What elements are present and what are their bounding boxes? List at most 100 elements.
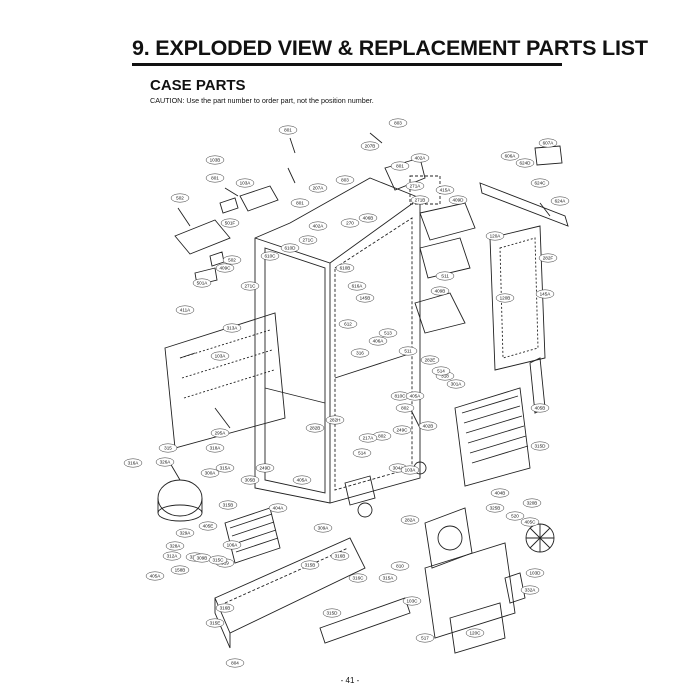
callout-2: 103B [205, 155, 225, 165]
callout-label: 106A [227, 543, 239, 548]
callout-47: 316 [350, 348, 370, 358]
callout-label: 803 [394, 121, 402, 126]
callout-83: 405C [520, 517, 540, 527]
callout-33: 501A [192, 278, 212, 288]
callout-81: 520 [505, 511, 525, 521]
callout-45: 406A [368, 336, 388, 346]
callout-98: 315B [300, 560, 320, 570]
callout-label: 405E [203, 524, 214, 529]
callout-label: 315 [164, 446, 172, 451]
callout-label: 405C [525, 520, 537, 525]
callout-58: 282B [305, 423, 325, 433]
callout-label: 249C [397, 428, 409, 433]
callout-label: 315A [220, 466, 232, 471]
callout-12: 207A [308, 183, 328, 193]
callout-19: 409D [448, 195, 468, 205]
callout-90: 282A [400, 515, 420, 525]
callout-label: 402B [423, 424, 434, 429]
callout-label: 320B [527, 501, 538, 506]
callout-label: 409D [453, 198, 465, 203]
callout-55: 802 [395, 403, 415, 413]
callout-label: 405A [410, 394, 422, 399]
callout-39: 145A [535, 289, 555, 299]
callout-label: 315E [210, 621, 221, 626]
callout-67: 318A [205, 443, 225, 453]
callout-label: 404A [273, 506, 285, 511]
callout-label: 804 [231, 661, 239, 666]
callout-label: 217A [363, 436, 375, 441]
callout-label: 316B [335, 554, 346, 559]
callout-84: 405E [198, 521, 218, 531]
callout-16: 624C [530, 178, 550, 188]
callout-89: 106A [222, 540, 242, 550]
callout-71: 405A [292, 475, 312, 485]
callout-label: 502 [176, 196, 184, 201]
callout-1: 803 [388, 118, 408, 128]
callout-label: 271B [415, 198, 426, 203]
callout-label: 402A [415, 156, 427, 161]
callout-107: 315D [322, 608, 342, 618]
callout-30: 270 [340, 218, 360, 228]
callout-62: 315D [530, 441, 550, 451]
callout-label: 318A [210, 446, 222, 451]
callout-23: 402A [308, 221, 328, 231]
callout-61: 249C [392, 425, 412, 435]
callout-54: 810C [390, 391, 410, 401]
callout-label: 329A [180, 531, 192, 536]
callout-label: 406A [373, 339, 385, 344]
callout-17: 502 [170, 193, 190, 203]
callout-label: 406B [363, 216, 374, 221]
callout-label: 315B [305, 563, 316, 568]
callout-57: 282H [325, 415, 345, 425]
callout-label: 300A [205, 471, 217, 476]
callout-label: 301A [451, 382, 463, 387]
callout-label: 802 [378, 434, 386, 439]
callout-label: 315D [327, 611, 339, 616]
callout-82: 320B [522, 498, 542, 508]
callout-52: 301A [446, 379, 466, 389]
callout-99: 316C [348, 573, 368, 583]
callout-0: 801 [278, 125, 298, 135]
callout-13: 803 [335, 175, 355, 185]
callout-24: 406B [358, 213, 378, 223]
callout-label: 158B [175, 568, 186, 573]
callout-87: 328A [165, 541, 185, 551]
callout-label: 405A [150, 574, 162, 579]
callout-108: 120C [465, 628, 485, 638]
callout-56: 405A [405, 391, 425, 401]
callout-label: 271A [410, 184, 422, 189]
callout-11: 801 [290, 198, 310, 208]
callout-59: 402B [418, 421, 438, 431]
callout-label: 282F [543, 256, 554, 261]
callout-103: 316B [215, 603, 235, 613]
callout-37: 409B [430, 286, 450, 296]
callout-49: 282E [420, 355, 440, 365]
callout-label: 318 [441, 374, 449, 379]
callout-label: 610B [340, 266, 351, 271]
callout-88: 309A [313, 523, 333, 533]
callout-76: 103A [400, 465, 420, 475]
callout-label: 610C [265, 254, 277, 259]
callouts-layer: 801803103B207B402A801607A606A624D103A801… [123, 118, 570, 668]
callout-label: 801 [396, 164, 404, 169]
callout-label: 120C [470, 631, 482, 636]
callout-86: 312A [162, 551, 182, 561]
callout-38: 120B [495, 293, 515, 303]
callout-74: 305B [240, 475, 260, 485]
page-number: - 41 - [340, 676, 360, 685]
callout-label: 207A [313, 186, 325, 191]
callout-70: 249D [255, 463, 275, 473]
callout-label: 103A [240, 181, 252, 186]
callout-5: 801 [390, 161, 410, 171]
callout-label: 405B [535, 406, 546, 411]
callout-label: 409B [435, 289, 446, 294]
callout-label: 801 [296, 201, 304, 206]
callout-42: 145B [355, 293, 375, 303]
callout-label: 309B [197, 556, 208, 561]
callout-4: 402A [410, 153, 430, 163]
callout-label: 610D [285, 246, 297, 251]
callout-label: 502 [228, 258, 236, 263]
callout-21: 501F [220, 218, 240, 228]
callout-label: 120B [500, 296, 511, 301]
